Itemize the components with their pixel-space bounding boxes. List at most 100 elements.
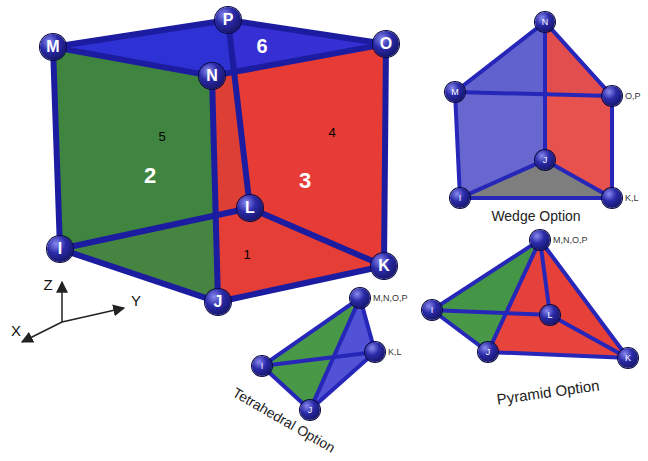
face-number: 1 — [243, 248, 250, 261]
vertex-letter: M,N,O,P — [553, 236, 588, 245]
vertex-letter: K — [625, 354, 631, 363]
element-edge — [384, 57, 386, 253]
vertex-sphere: J — [205, 289, 231, 315]
vertex-sphere: J — [478, 342, 498, 362]
vertex-sphere: N — [199, 63, 225, 89]
vertex-letter: I — [431, 306, 434, 315]
vertex-letter: M,N,O,P — [373, 294, 408, 303]
element-edge — [66, 49, 199, 73]
vertex-sphere: K — [371, 253, 397, 279]
vertex-letter: I — [58, 241, 62, 257]
axis-label-anchor: X — [11, 323, 21, 338]
face-number-anchor: 3 — [299, 170, 311, 192]
element-edge — [469, 164, 536, 194]
face-number: 6 — [256, 36, 267, 56]
axis-label-anchor: Z — [43, 277, 52, 292]
axis-label: Z — [43, 277, 52, 292]
element-edge — [269, 373, 302, 403]
vertex-letter: M — [451, 88, 459, 97]
option-caption-anchor: Tetrahedral Option — [231, 385, 338, 455]
element-edge — [225, 46, 373, 73]
face-number-anchor: 5 — [158, 130, 165, 143]
element-edge — [470, 196, 602, 200]
option-caption-anchor: Wedge Option — [491, 209, 580, 223]
element-edge — [498, 352, 618, 357]
element-edge — [543, 32, 547, 150]
axis-label: Y — [131, 293, 141, 308]
element-edge — [272, 353, 365, 365]
vertex-letter: N — [206, 68, 218, 84]
face-number: 3 — [299, 170, 311, 192]
vertex-letter: O — [380, 36, 392, 52]
element-edge — [552, 29, 606, 88]
front-face — [53, 47, 218, 302]
vertex-sphere: M,N,O,P — [350, 288, 370, 308]
axis-label-anchor: Y — [131, 293, 141, 308]
vertex-sphere: I — [422, 300, 442, 320]
element-edge — [262, 213, 372, 261]
vertex-sphere: I — [450, 188, 470, 208]
element-edge — [317, 359, 367, 404]
element-edge — [72, 253, 205, 298]
option-caption: Pyramid Option — [496, 377, 600, 406]
face-number: 4 — [328, 126, 335, 139]
element-edge — [541, 250, 548, 305]
option-caption-anchor: Pyramid Option — [496, 377, 600, 406]
vertex-sphere: I — [252, 356, 272, 376]
vertex-letter: J — [214, 294, 223, 310]
vertex-letter: P — [223, 12, 234, 28]
face-number-anchor: 1 — [243, 248, 250, 261]
vertex-sphere: O — [373, 31, 399, 57]
element-edge — [270, 304, 352, 361]
option-caption: Wedge Option — [491, 209, 580, 223]
vertex-sphere: J — [300, 400, 320, 420]
vertex-sphere: I — [47, 236, 73, 262]
element-edge — [442, 310, 540, 314]
axis-label: X — [11, 323, 21, 338]
vertex-letter: K — [378, 258, 390, 274]
axis-arrow — [61, 282, 63, 322]
element-edge — [455, 102, 459, 188]
vertex-sphere: K — [618, 348, 638, 368]
vertex-letter: O,P — [625, 92, 641, 101]
vertex-letter: J — [308, 406, 313, 415]
vertex-sphere: K,L — [602, 188, 622, 208]
element-edge — [559, 320, 619, 353]
vertex-letter: I — [459, 194, 462, 203]
face-number-anchor: 4 — [328, 126, 335, 139]
element-edge — [610, 106, 614, 188]
vertex-letter: K,L — [388, 348, 402, 357]
element-edge — [73, 211, 238, 247]
axis-arrow — [62, 308, 124, 322]
vertex-sphere: P — [215, 7, 241, 33]
vertex-letter: L — [547, 311, 552, 320]
element-edge — [53, 60, 59, 236]
vertex-sphere: M — [445, 82, 465, 102]
face-number-anchor: 2 — [144, 165, 156, 187]
element-edge — [554, 165, 604, 193]
vertex-letter: N — [542, 18, 549, 27]
vertex-letter: L — [245, 200, 255, 216]
pyramid-face — [488, 240, 628, 358]
vertex-letter: K,L — [625, 194, 639, 203]
vertex-sphere: J — [535, 150, 555, 170]
vertex-sphere: K,L — [365, 342, 385, 362]
element-edge — [463, 28, 537, 86]
wedge-face — [545, 22, 612, 198]
vertex-sphere: L — [540, 305, 560, 325]
vertex-letter: J — [543, 156, 548, 165]
vertex-letter: M — [46, 39, 59, 55]
vertex-sphere: M,N,O,P — [530, 230, 550, 250]
element-edge — [212, 89, 217, 289]
element-edge — [363, 308, 373, 343]
face-number: 5 — [158, 130, 165, 143]
element-edge — [440, 316, 480, 346]
vertex-letter: J — [486, 348, 491, 357]
face-number: 2 — [144, 165, 156, 187]
vertex-letter: I — [261, 362, 264, 371]
option-caption: Tetrahedral Option — [231, 385, 338, 455]
wedge-face — [455, 22, 545, 198]
axis-arrow — [22, 322, 62, 342]
element-edge — [440, 245, 531, 304]
